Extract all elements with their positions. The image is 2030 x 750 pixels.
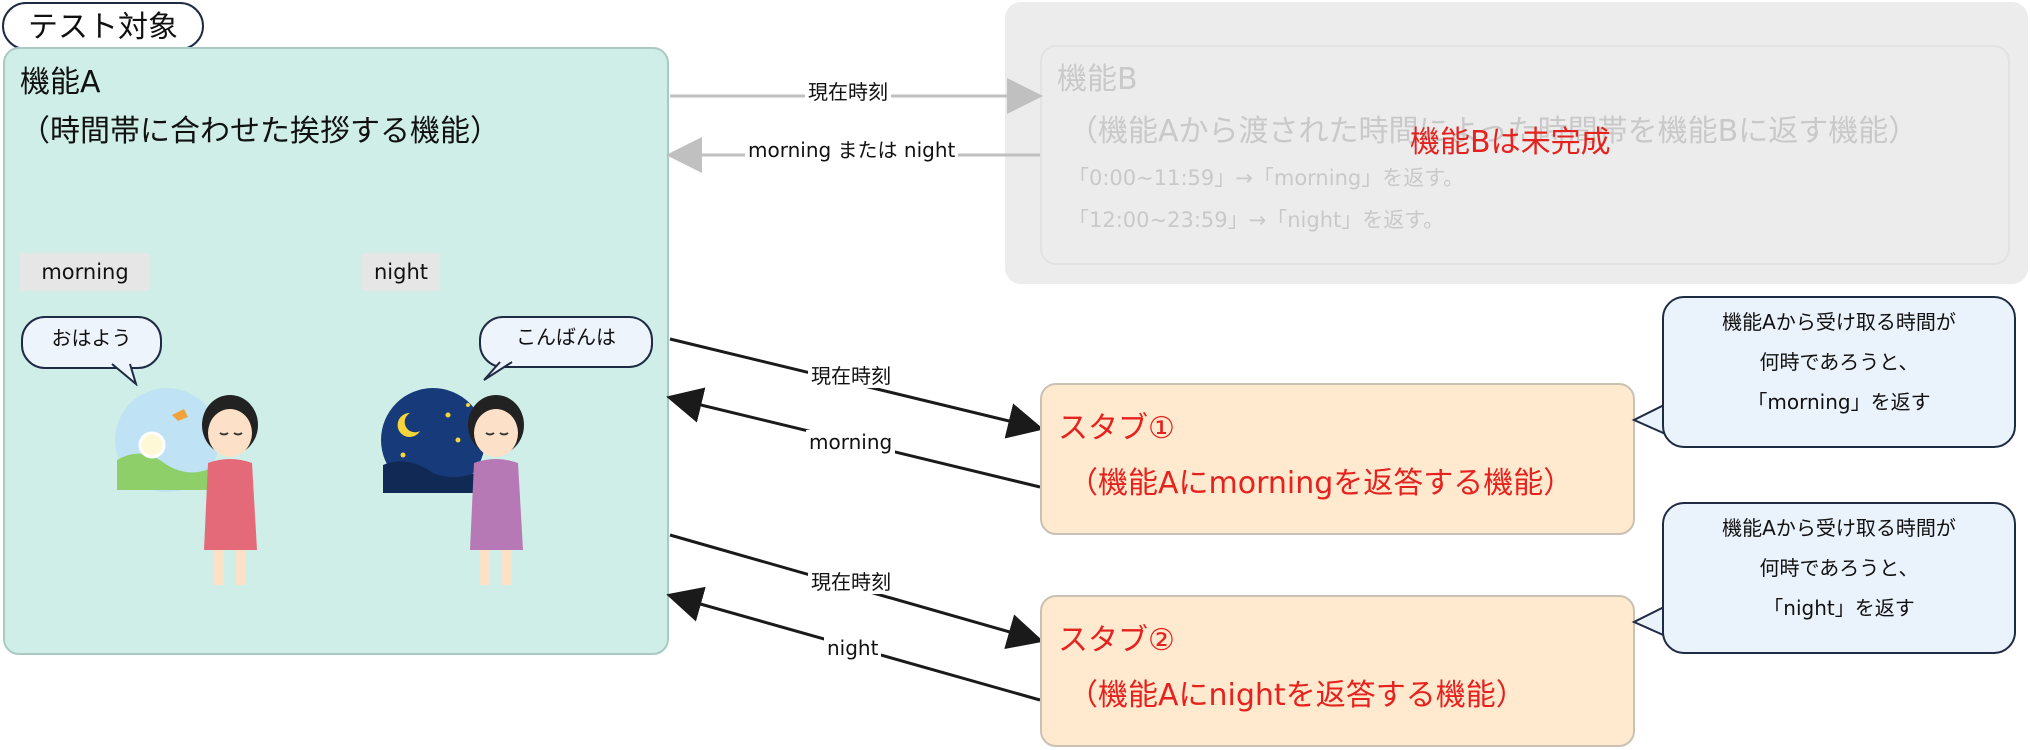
callout-1-line-1: 機能Aから受け取る時間が xyxy=(1722,310,1956,334)
function-b-container xyxy=(1005,2,2028,284)
callout-1-tail xyxy=(1631,401,1670,437)
callout-stub-2: 機能Aから受け取る時間が 何時であろうと、 「night」を返す xyxy=(1662,502,2016,654)
arrow-label-night: night xyxy=(824,636,882,660)
function-a-subtitle: （時間帯に合わせた挨拶する機能） xyxy=(20,114,500,149)
callout-1-line-3: 「morning」を返す xyxy=(1747,390,1931,414)
stub-1-subtitle: （機能Aにmorningを返答する機能） xyxy=(1068,466,1574,501)
function-b-subtitle: （機能Aから渡された時間によった時間帯を機能Bに返す機能） xyxy=(1068,114,1919,149)
stub-1-box: スタブ① （機能Aにmorningを返答する機能） xyxy=(1040,383,1635,535)
test-target-label: テスト対象 xyxy=(2,2,204,50)
stub-2-title: スタブ② xyxy=(1058,623,1175,658)
callout-1-line-2: 何時であろうと、 xyxy=(1759,350,1919,374)
morning-tag: morning xyxy=(20,253,150,291)
stub-1-title: スタブ① xyxy=(1058,411,1175,446)
stub-2-subtitle: （機能Aにnightを返答する機能） xyxy=(1068,678,1526,713)
callout-2-tail xyxy=(1631,603,1670,639)
function-b-incomplete-note: 機能Bは未完成 xyxy=(1410,125,1611,160)
night-tag: night xyxy=(362,253,440,291)
function-b-rule-2: 「12:00~23:59」→「night」を返す。 xyxy=(1068,208,1445,232)
function-b-box xyxy=(1040,45,2010,265)
callout-2-line-2: 何時であろうと、 xyxy=(1759,556,1919,580)
function-b-title: 機能B xyxy=(1057,62,1138,97)
arrow-label-morning: morning xyxy=(806,430,896,454)
night-girl-illustration xyxy=(381,388,524,585)
arrow-label-current-time-stub1: 現在時刻 xyxy=(808,364,894,388)
arrow-label-current-time-stub2: 現在時刻 xyxy=(808,570,894,594)
callout-2-line-1: 機能Aから受け取る時間が xyxy=(1722,516,1956,540)
morning-girl-illustration xyxy=(115,388,258,585)
function-b-rule-1: 「0:00~11:59」→「morning」を返す。 xyxy=(1068,166,1465,190)
morning-speech-bubble: おはよう xyxy=(21,316,162,369)
stub-2-box: スタブ② （機能Aにnightを返答する機能） xyxy=(1040,595,1635,747)
night-bubble-tail xyxy=(483,358,513,381)
arrow-label-current-time-b: 現在時刻 xyxy=(805,80,891,104)
callout-stub-1: 機能Aから受け取る時間が 何時であろうと、 「morning」を返す xyxy=(1662,296,2016,448)
arrow-label-morning-or-night: morning または night xyxy=(745,138,959,162)
morning-bubble-tail xyxy=(111,360,138,386)
function-a-title: 機能A xyxy=(20,65,101,100)
callout-2-line-3: 「night」を返す xyxy=(1763,596,1915,620)
